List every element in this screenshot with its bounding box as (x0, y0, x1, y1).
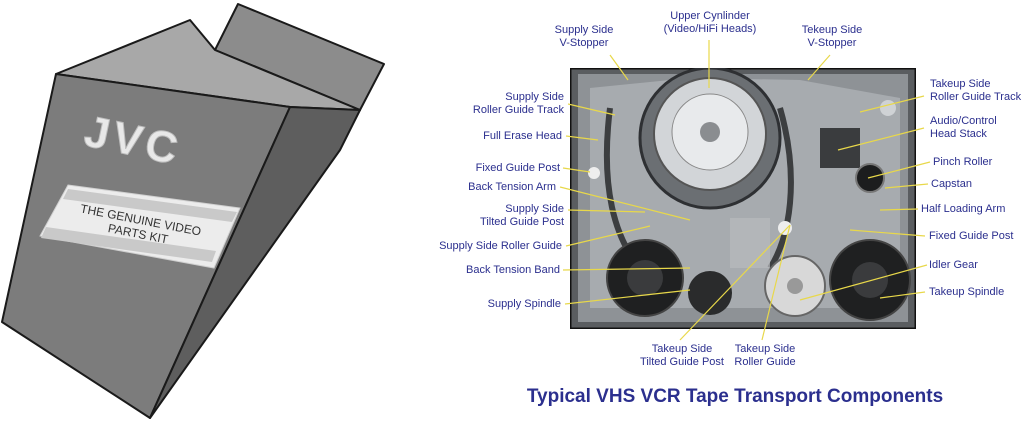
label-half-loading-arm: Half Loading Arm (921, 203, 1006, 215)
label-idler-gear: Idler Gear (929, 259, 978, 271)
vcr-mechanism-photo (570, 68, 916, 329)
label-supply-spindle: Supply Spindle (487, 298, 561, 310)
label-back-tension-band: Back Tension Band (466, 264, 560, 276)
label-fixed-guide-post-left: Fixed Guide Post (475, 162, 560, 174)
label-fixed-guide-post-right: Fixed Guide Post (929, 230, 1014, 242)
label-capstan: Capstan (931, 178, 972, 190)
label-supply-roller-guide: Supply Side Roller Guide (439, 240, 562, 252)
label-takeup-roller-guide: Takeup Side Roller Guide (734, 343, 796, 368)
label-upper-cylinder: Upper Cynlinder (Video/HiFi Heads) (663, 10, 757, 35)
label-audio-control-head: Audio/Control Head Stack (930, 115, 997, 140)
diagram-title: Typical VHS VCR Tape Transport Component… (526, 386, 944, 407)
label-takeup-spindle: Takeup Spindle (929, 286, 1005, 298)
label-takeup-v-stopper: Tekeup Side V-Stopper (801, 24, 863, 49)
label-pinch-roller: Pinch Roller (933, 156, 993, 168)
label-takeup-roller-guide-track: Takeup Side Roller Guide Track (930, 78, 1022, 103)
label-takeup-tilted-guide-post: Takeup Side Tilted Guide Post (640, 343, 724, 368)
label-supply-roller-guide-track: Supply Side Roller Guide Track (472, 91, 564, 116)
label-full-erase-head: Full Erase Head (483, 130, 562, 142)
label-supply-v-stopper: Supply Side V-Stopper (554, 24, 614, 49)
label-back-tension-arm: Back Tension Arm (468, 181, 556, 193)
label-supply-tilted-guide-post: Supply Side Tilted Guide Post (480, 203, 564, 228)
